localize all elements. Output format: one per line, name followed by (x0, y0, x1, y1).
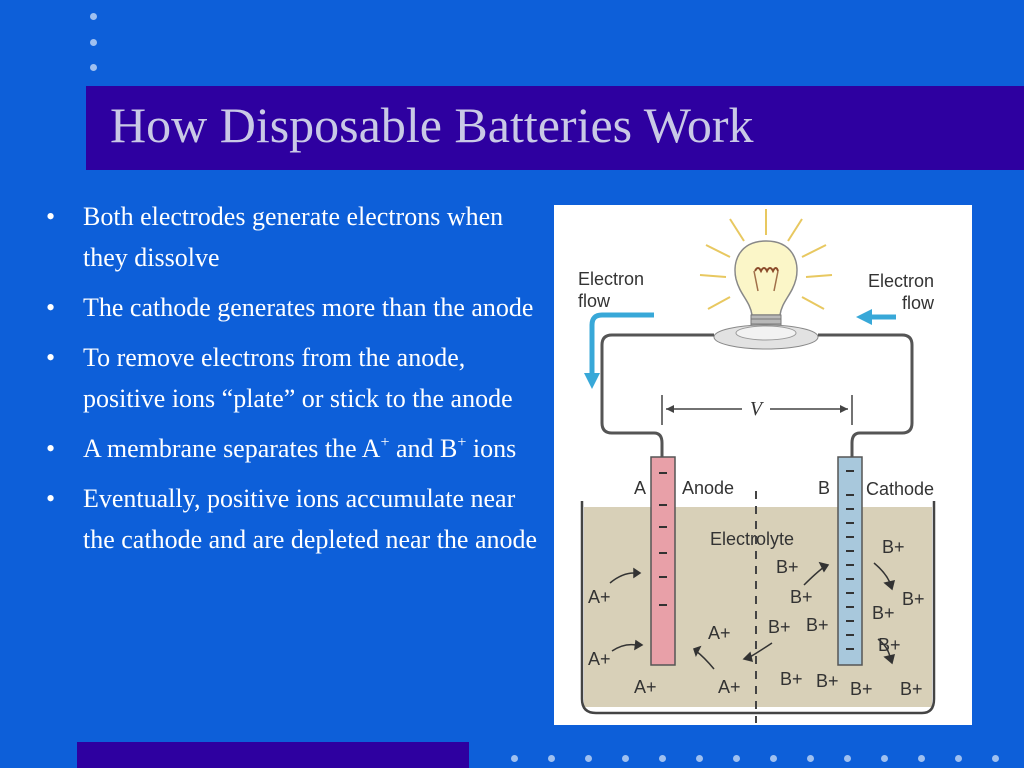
dot (807, 755, 814, 762)
bullet-text: The cathode generates more than the anod… (83, 293, 534, 322)
ion-b: B+ (816, 671, 839, 691)
dot (844, 755, 851, 762)
superscript-plus: + (457, 434, 467, 451)
bullet-text: Both electrodes generate electrons when … (83, 202, 504, 272)
bullet-item: • Eventually, positive ions accumulate ne… (40, 478, 540, 560)
dot (90, 13, 97, 20)
anode-electrode (650, 456, 676, 666)
cathode-label: Cathode (866, 479, 934, 499)
bullet-text: A membrane separates the A+ and B+ ions (83, 434, 516, 463)
dot (881, 755, 888, 762)
bullet-item: • The cathode generates more than the ano… (40, 287, 540, 328)
bullet-text-part: A membrane separates the A (83, 434, 381, 463)
ions: A+ A+ A+ A+ A+ B+ B+ B+ B+ B+ B+ B+ B+ B… (588, 537, 925, 699)
ion-b: B+ (768, 617, 791, 637)
dot (659, 755, 666, 762)
bullet-marker: • (46, 343, 56, 372)
ion-motion-arrows-icon (609, 561, 896, 670)
bullet-text-part: ions (466, 434, 517, 463)
beaker (580, 501, 936, 715)
arrowhead-icon (840, 405, 848, 413)
ion-a: A+ (588, 649, 611, 669)
anode-letter: A (634, 478, 646, 498)
arrowhead-icon (666, 405, 674, 413)
dot (622, 755, 629, 762)
anode-charges (659, 472, 667, 606)
ion-b: B+ (806, 615, 829, 635)
ion-a: A+ (718, 677, 741, 697)
electron-flow-arrow-left-icon (589, 312, 654, 377)
bullet-marker: • (46, 434, 56, 463)
ion-b: B+ (872, 603, 895, 623)
anode-label: Anode (682, 478, 734, 498)
dot (770, 755, 777, 762)
cathode-charges (846, 470, 854, 650)
bullet-item: •A membrane separates the A+ and B+ ions (40, 428, 540, 469)
dot (511, 755, 518, 762)
slide-title: How Disposable Batteries Work (110, 97, 754, 153)
superscript-plus: + (380, 434, 390, 451)
ion-a: A+ (708, 623, 731, 643)
ion-b: B+ (878, 635, 901, 655)
battery-diagram: Electron flow Electron flow V (554, 205, 972, 725)
cathode-letter: B (818, 478, 830, 498)
arrowhead-icon (856, 309, 872, 325)
ion-a: A+ (634, 677, 657, 697)
dot (733, 755, 740, 762)
bullet-text-part: and B (389, 434, 458, 463)
electron-flow-label-right-2: flow (902, 293, 935, 313)
electron-flow-label-left-2: flow (578, 291, 611, 311)
ion-b: B+ (882, 537, 905, 557)
dot (696, 755, 703, 762)
ion-b: B+ (790, 587, 813, 607)
dot (90, 64, 97, 71)
wire-left (600, 333, 714, 459)
bullet-text: To remove electrons from the anode, posi… (83, 343, 513, 413)
ion-b: B+ (850, 679, 873, 699)
bottom-bar (77, 742, 469, 768)
dot (585, 755, 592, 762)
arrowhead-icon (584, 373, 600, 389)
ion-b: B+ (780, 669, 803, 689)
light-bulb-icon (713, 240, 819, 350)
dot (918, 755, 925, 762)
bullet-text: Eventually, positive ions accumulate nea… (83, 484, 538, 554)
bullet-marker: • (46, 293, 56, 322)
light-rays-icon (699, 209, 833, 310)
cathode-electrode (837, 456, 863, 666)
bullet-marker: • (46, 202, 56, 231)
ion-b: B+ (776, 557, 799, 577)
dot (90, 39, 97, 46)
dot (992, 755, 999, 762)
title-bar (86, 86, 1024, 170)
bullet-item: • To remove electrons from the anode, pos… (40, 337, 540, 419)
voltage-label: V (750, 398, 765, 420)
electrolyte-label: Electrolyte (710, 529, 794, 549)
ion-a: A+ (588, 587, 611, 607)
bullet-item: • Both electrodes generate electrons when… (40, 196, 540, 278)
ion-b: B+ (902, 589, 925, 609)
electrolyte (584, 507, 932, 707)
electron-flow-label-right: Electron (868, 271, 934, 291)
dot (955, 755, 962, 762)
bullet-marker: • (46, 484, 56, 513)
dot (548, 755, 555, 762)
wire-right (818, 333, 914, 459)
battery-diagram-svg: Electron flow Electron flow V (578, 209, 936, 723)
ion-b: B+ (900, 679, 923, 699)
bullet-list: • Both electrodes generate electrons when… (40, 196, 540, 569)
electron-flow-label-left: Electron (578, 269, 644, 289)
